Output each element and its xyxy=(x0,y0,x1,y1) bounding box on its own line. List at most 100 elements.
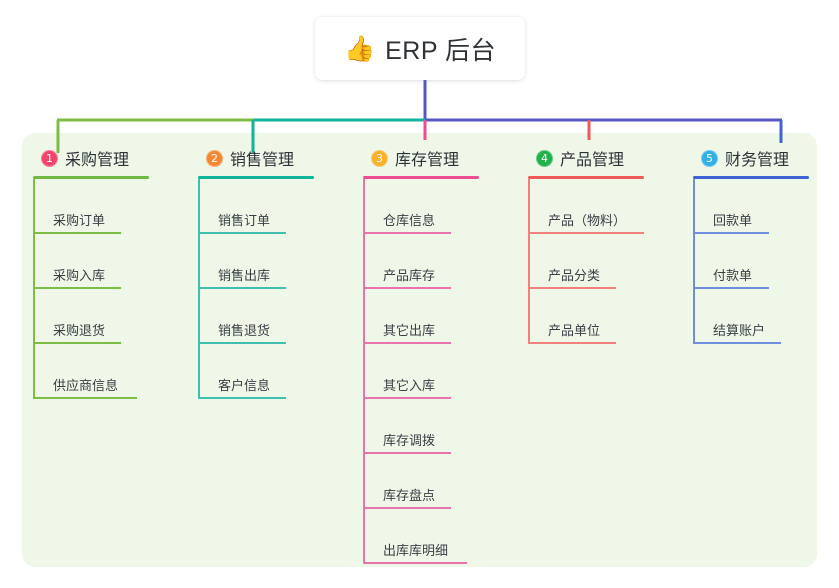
branch-items-4: 产品（物料） 产品分类产品单位 xyxy=(528,179,644,344)
content-panel xyxy=(22,133,817,567)
leaf-item-label: 付款单 xyxy=(713,268,753,283)
leaf-item-label: 客户信息 xyxy=(218,378,271,393)
branch-badge-3: 3 xyxy=(371,149,388,167)
branch-column-5: 5 财务管理回款单付款单结算账户 xyxy=(693,146,809,344)
branch-column-3: 3 库存管理仓库信息产品库存其它出库其它入库库存调拨库存盘点出库库明细 xyxy=(363,146,479,564)
leaf-item-underline xyxy=(528,232,644,234)
leaf-item-label: 其它入库 xyxy=(383,378,436,393)
branch-spine-2 xyxy=(198,179,200,399)
leaf-item[interactable]: 付款单 xyxy=(693,234,809,289)
leaf-item-label: 产品分类 xyxy=(548,268,601,283)
leaf-item-label: 仓库信息 xyxy=(383,213,436,228)
leaf-item-underline xyxy=(528,287,616,289)
leaf-item-label: 采购退货 xyxy=(53,323,106,338)
leaf-item[interactable]: 其它出库 xyxy=(363,289,479,344)
branch-items-5: 回款单付款单结算账户 xyxy=(693,179,809,344)
leaf-item-label: 销售订单 xyxy=(218,213,271,228)
leaf-item[interactable]: 采购退货 xyxy=(33,289,149,344)
leaf-item[interactable]: 产品单位 xyxy=(528,289,644,344)
leaf-item-label: 出库库明细 xyxy=(383,543,449,558)
leaf-item[interactable]: 出库库明细 xyxy=(363,509,479,564)
branch-underline-1 xyxy=(33,176,149,179)
leaf-item[interactable]: 客户信息 xyxy=(198,344,314,399)
leaf-item-underline xyxy=(33,342,121,344)
leaf-item[interactable]: 库存盘点 xyxy=(363,454,479,509)
leaf-item[interactable]: 产品库存 xyxy=(363,234,479,289)
leaf-item[interactable]: 采购订单 xyxy=(33,179,149,234)
branch-underline-2 xyxy=(198,176,314,179)
leaf-item-underline xyxy=(198,232,286,234)
leaf-item[interactable]: 销售出库 xyxy=(198,234,314,289)
leaf-item[interactable]: 供应商信息 xyxy=(33,344,149,399)
leaf-item[interactable]: 采购入库 xyxy=(33,234,149,289)
leaf-item[interactable]: 库存调拨 xyxy=(363,399,479,454)
branch-spine-4 xyxy=(528,179,530,344)
leaf-item-underline xyxy=(363,287,451,289)
branch-header-2[interactable]: 2 销售管理 xyxy=(198,146,314,170)
leaf-item-underline xyxy=(198,287,286,289)
branch-items-3: 仓库信息产品库存其它出库其它入库库存调拨库存盘点出库库明细 xyxy=(363,179,479,564)
leaf-item-label: 库存盘点 xyxy=(383,488,436,503)
branch-title-1: 采购管理 xyxy=(65,152,130,169)
leaf-item[interactable]: 销售退货 xyxy=(198,289,314,344)
leaf-item-label: 产品单位 xyxy=(548,323,601,338)
leaf-item[interactable]: 产品分类 xyxy=(528,234,644,289)
branch-underline-5 xyxy=(693,176,809,179)
leaf-item[interactable]: 结算账户 xyxy=(693,289,809,344)
leaf-item-underline xyxy=(363,397,451,399)
branch-spine-3 xyxy=(363,179,365,564)
leaf-item-label: 其它出库 xyxy=(383,323,436,338)
branch-column-4: 4 产品管理产品（物料） 产品分类产品单位 xyxy=(528,146,644,344)
leaf-item[interactable]: 销售订单 xyxy=(198,179,314,234)
leaf-item-underline xyxy=(33,232,121,234)
leaf-item[interactable]: 回款单 xyxy=(693,179,809,234)
leaf-item-underline xyxy=(693,287,769,289)
leaf-item-underline xyxy=(198,397,286,399)
leaf-item-label: 采购订单 xyxy=(53,213,106,228)
branch-title-3: 库存管理 xyxy=(395,152,460,169)
branch-header-3[interactable]: 3 库存管理 xyxy=(363,146,479,170)
branch-underline-3 xyxy=(363,176,479,179)
leaf-item-underline xyxy=(363,342,451,344)
root-node-card[interactable]: 👍 ERP 后台 xyxy=(315,17,525,80)
branch-header-5[interactable]: 5 财务管理 xyxy=(693,146,809,170)
leaf-item-label: 回款单 xyxy=(713,213,753,228)
branch-badge-5: 5 xyxy=(701,149,718,167)
leaf-item-label: 库存调拨 xyxy=(383,433,436,448)
leaf-item-underline xyxy=(363,562,467,564)
branch-badge-2: 2 xyxy=(206,149,223,167)
branch-badge-4: 4 xyxy=(536,149,553,167)
leaf-item-underline xyxy=(33,287,121,289)
leaf-item-label: 产品库存 xyxy=(383,268,436,283)
branch-items-2: 销售订单销售出库销售退货客户信息 xyxy=(198,179,314,399)
branch-underline-4 xyxy=(528,176,644,179)
leaf-item-label: 供应商信息 xyxy=(53,378,119,393)
branch-spine-5 xyxy=(693,179,695,344)
branch-header-1[interactable]: 1 采购管理 xyxy=(33,146,149,170)
leaf-item-label: 销售退货 xyxy=(218,323,271,338)
branch-title-4: 产品管理 xyxy=(560,152,625,169)
leaf-item[interactable]: 产品（物料） xyxy=(528,179,644,234)
leaf-item-underline xyxy=(198,342,286,344)
branch-badge-1: 1 xyxy=(41,149,58,167)
leaf-item-underline xyxy=(363,232,451,234)
branch-title-5: 财务管理 xyxy=(725,152,790,169)
leaf-item-label: 产品（物料） xyxy=(548,213,627,228)
leaf-item-underline xyxy=(33,397,137,399)
branch-spine-1 xyxy=(33,179,35,399)
leaf-item[interactable]: 其它入库 xyxy=(363,344,479,399)
branch-column-1: 1 采购管理采购订单采购入库采购退货供应商信息 xyxy=(33,146,149,399)
branch-items-1: 采购订单采购入库采购退货供应商信息 xyxy=(33,179,149,399)
branch-header-4[interactable]: 4 产品管理 xyxy=(528,146,644,170)
leaf-item-label: 采购入库 xyxy=(53,268,106,283)
leaf-item-underline xyxy=(363,507,451,509)
leaf-item-underline xyxy=(363,452,451,454)
leaf-item-label: 销售出库 xyxy=(218,268,271,283)
leaf-item-underline xyxy=(693,342,781,344)
leaf-item-label: 结算账户 xyxy=(713,323,766,338)
leaf-item[interactable]: 仓库信息 xyxy=(363,179,479,234)
root-node-title: ERP 后台 xyxy=(385,36,497,65)
branch-title-2: 销售管理 xyxy=(230,152,295,169)
branch-column-2: 2 销售管理销售订单销售出库销售退货客户信息 xyxy=(198,146,314,399)
